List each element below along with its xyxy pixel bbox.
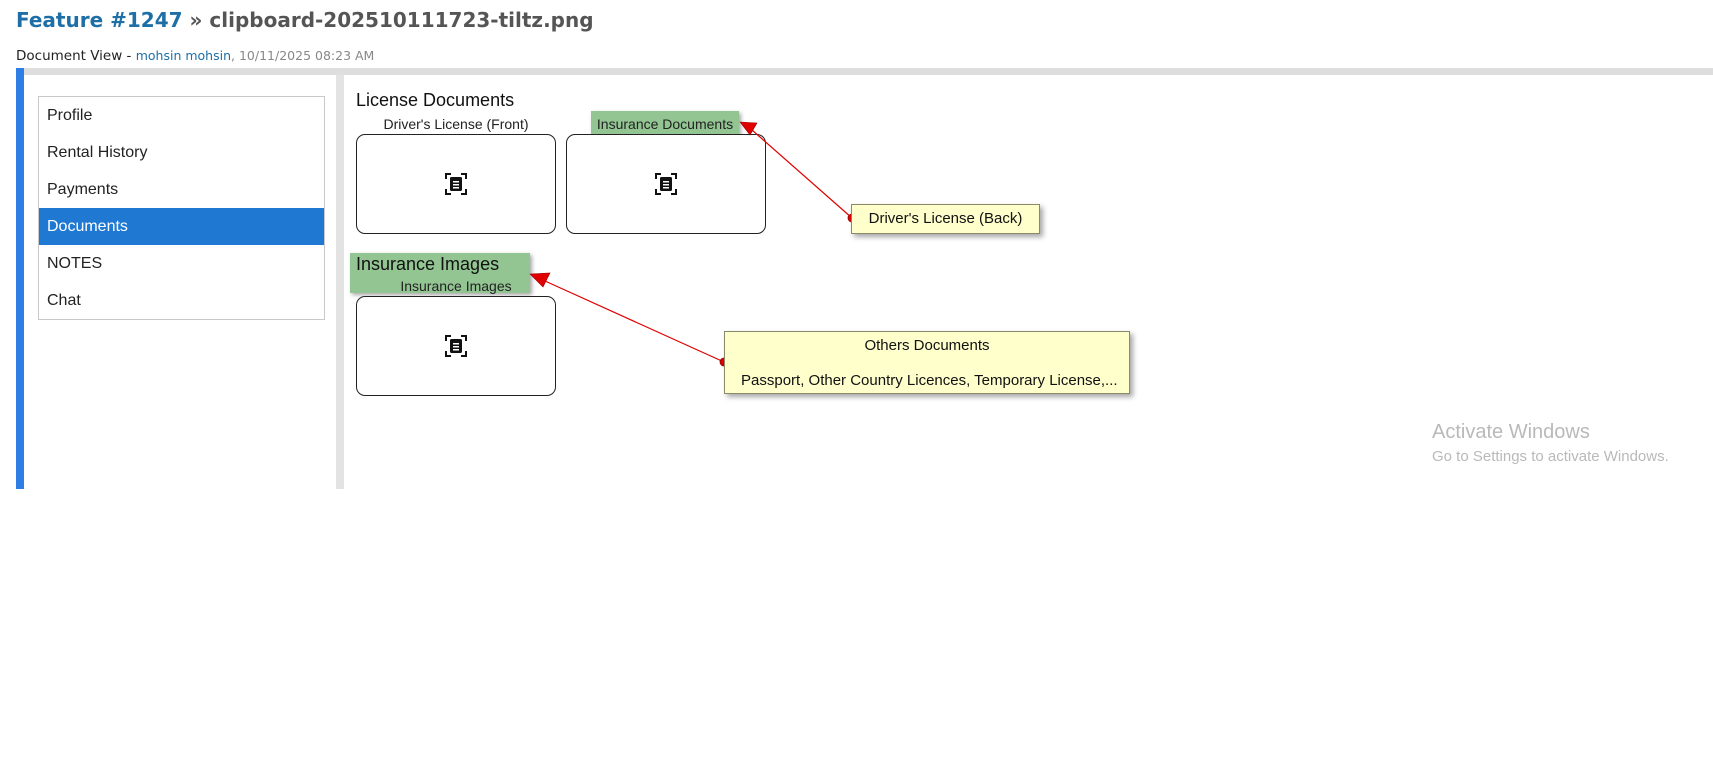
front-license-card[interactable] <box>356 134 556 234</box>
insurance-images-heading: Insurance Images <box>356 254 500 274</box>
sidebar-nav: Profile Rental History Payments Document… <box>38 96 325 320</box>
title-separator: » <box>182 8 210 32</box>
accent-bar <box>16 68 24 489</box>
insurance-documents-highlight <box>591 111 739 137</box>
arrow-icon <box>529 272 729 367</box>
view-label: Document View - <box>16 48 136 64</box>
sidebar-item-documents[interactable]: Documents <box>39 208 324 245</box>
insurance-images-label: Insurance Images <box>400 278 512 294</box>
back-license-label: Insurance Documents <box>596 116 734 132</box>
arrow-icon <box>739 121 857 223</box>
license-documents-heading: License Documents <box>356 90 515 110</box>
note-others-body: Passport, Other Country Licences, Tempor… <box>741 372 1118 389</box>
sidebar-item-payments[interactable]: Payments <box>47 181 119 198</box>
feature-link[interactable]: Feature #1247 <box>16 8 183 32</box>
sidebar-item-chat[interactable]: Chat <box>47 292 81 309</box>
document-scan-icon <box>445 335 467 357</box>
document-meta: Document View - mohsin mohsin, 10/11/202… <box>16 48 374 64</box>
sidebar-item-notes[interactable]: NOTES <box>47 255 103 272</box>
author-link[interactable]: mohsin mohsin <box>135 48 232 63</box>
frame-top-border <box>16 68 1713 75</box>
file-name: clipboard-202510111723-tiltz.png <box>209 8 594 32</box>
activation-watermark-subtitle: Go to Settings to activate Windows. <box>1432 448 1669 465</box>
page-title: Feature #1247 » clipboard-202510111723-t… <box>16 8 594 32</box>
note-drivers-license-back: Driver's License (Back) <box>851 204 1040 234</box>
note-others-title: Others Documents <box>864 337 990 354</box>
insurance-image-card[interactable] <box>356 296 556 396</box>
panel-divider <box>336 75 344 489</box>
sidebar-item-profile[interactable]: Profile <box>47 107 93 124</box>
meta-comma: , <box>231 48 239 63</box>
back-license-card[interactable] <box>566 134 766 234</box>
activation-watermark-title: Activate Windows <box>1432 421 1590 443</box>
document-scan-icon <box>655 173 677 195</box>
document-scan-icon <box>445 173 467 195</box>
front-license-label: Driver's License (Front) <box>383 116 529 132</box>
sidebar-item-rental-history[interactable]: Rental History <box>47 144 148 161</box>
insurance-images-highlight <box>350 253 530 293</box>
note-others-documents: Others Documents Passport, Other Country… <box>724 331 1130 394</box>
timestamp: 10/11/2025 08:23 AM <box>238 48 375 63</box>
